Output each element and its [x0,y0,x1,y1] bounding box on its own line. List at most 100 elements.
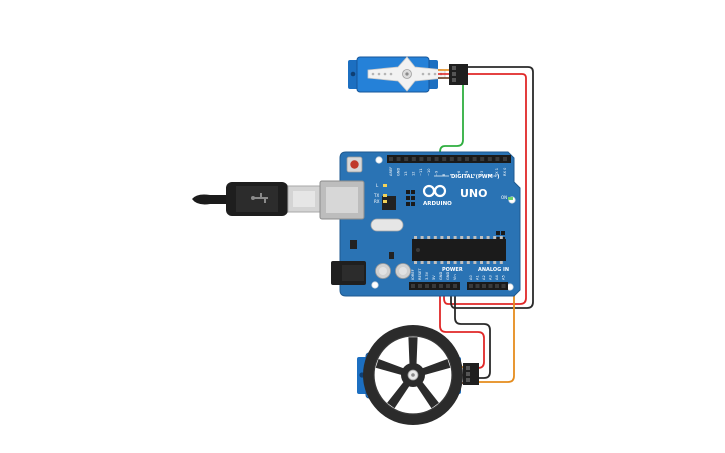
power-pin-label: GND [446,272,450,280]
servo-connector [449,64,468,85]
power-pin-label: 5V [432,275,436,280]
analog-pin-socket[interactable] [469,284,473,288]
digital-pin-socket[interactable] [411,157,416,161]
reset-button-cap [350,160,359,169]
digital-pin-socket[interactable] [389,157,393,161]
digital-pin-socket[interactable] [396,157,401,161]
power-pin-socket[interactable] [432,284,436,288]
digital-pin-label: ~5 [465,171,469,176]
digital-pin-socket[interactable] [434,157,439,161]
power-header-sockets [411,284,457,288]
digital-pin-socket[interactable] [487,157,492,161]
power-pin-socket[interactable] [446,284,450,288]
digital-pin-socket[interactable] [503,157,507,161]
wire-top-servo-power[interactable] [443,73,527,305]
chip-pins [414,236,503,264]
analog-header-sockets [469,284,506,288]
continuous-servo-bottom[interactable] [357,325,479,425]
power-pin-label: GND [439,272,443,280]
analog-pin-label: A2 [482,275,486,280]
servo-wheel[interactable] [363,325,463,425]
digital-pin-label: ~6 [457,170,461,176]
digital-pin-socket[interactable] [457,157,462,161]
analog-pin-socket[interactable] [495,284,499,288]
analog-pin-label: A3 [488,275,492,280]
digital-pin-socket[interactable] [495,157,500,161]
digital-pin-label: 8 [442,173,446,176]
micro-servo-top[interactable] [348,56,468,93]
analog-pin-socket[interactable] [501,284,506,288]
digital-pin-label: 7 [450,174,454,176]
digital-pin-label: 4 [472,173,476,176]
power-pin-label: Vin [453,274,457,280]
digital-pin-socket[interactable] [449,157,454,161]
atmega-microcontroller [412,239,506,261]
led-tx-label: TX [373,193,379,198]
digital-pin-label: 12 [412,171,416,176]
power-pin-socket[interactable] [425,284,429,288]
usb-cable[interactable] [192,182,321,216]
usb-chip [382,196,396,210]
power-pin-label: IOREF [411,269,415,280]
analog-pin-label: A0 [469,275,473,280]
wire-top-servo-ground[interactable] [450,66,534,309]
power-pin-socket[interactable] [439,284,443,288]
digital-pin-label: AREF [389,167,393,176]
analog-header [467,282,508,290]
analog-pin-label: A4 [495,275,499,280]
digital-pin-label: ~9 [434,170,438,176]
wire-bottom-servo-power[interactable] [439,287,485,369]
digital-pin-socket[interactable] [480,157,485,161]
digital-pin-label: ~10 [427,168,431,176]
digital-header [387,155,511,163]
power-header-label: POWER [442,267,463,273]
arduino-infinity-logo [422,184,447,198]
power-pin-socket[interactable] [418,284,422,288]
digital-pin-socket[interactable] [442,157,447,161]
power-pin-socket[interactable] [453,284,457,288]
digital-pin-label: ~3 [480,171,484,176]
digital-pin-label: 2 [488,174,492,176]
power-pin-label: RESET [418,268,422,280]
led-rx [383,200,387,203]
mounting-hole [375,156,383,164]
usb-icon [251,193,268,203]
led-on [508,197,513,200]
led-l-label: L [376,183,379,188]
analog-pin-socket[interactable] [482,284,486,288]
digital-pin-socket[interactable] [404,157,409,161]
digital-header-label: DIGITAL (PWM~) [451,174,499,180]
power-pin-socket[interactable] [411,284,415,288]
digital-pin-socket[interactable] [472,157,477,161]
digital-pin-socket[interactable] [419,157,424,161]
regulator [350,240,357,249]
wheel-spoke [387,380,411,409]
digital-pin-label: 13 [404,171,408,176]
wheel-spoke [375,358,406,376]
led-tx [383,194,387,197]
analog-pin-socket[interactable] [475,284,480,288]
usb-cable-tail [192,194,228,205]
led-on-label: ON [501,195,507,200]
digital-pin-label: TX 1 [495,168,499,177]
digital-pin-socket[interactable] [427,157,431,161]
digital-pin-socket[interactable] [465,157,469,161]
led-l [383,184,387,187]
analog-pin-label: A5 [501,275,505,280]
wire-top-servo-signal[interactable] [439,81,464,161]
regulator [389,252,394,259]
digital-header-sockets [389,157,507,161]
analog-pin-socket[interactable] [488,284,493,288]
digital-pin-label: GND [396,168,400,176]
analog-header-label: ANALOG IN [478,267,509,273]
uno-model-label: UNO [460,187,488,200]
wire-bottom-servo-ground[interactable] [454,287,491,379]
power-pin-label: 3.3V [425,271,429,280]
digital-pin-label: ~11 [419,168,423,176]
servo-connector [463,363,479,385]
